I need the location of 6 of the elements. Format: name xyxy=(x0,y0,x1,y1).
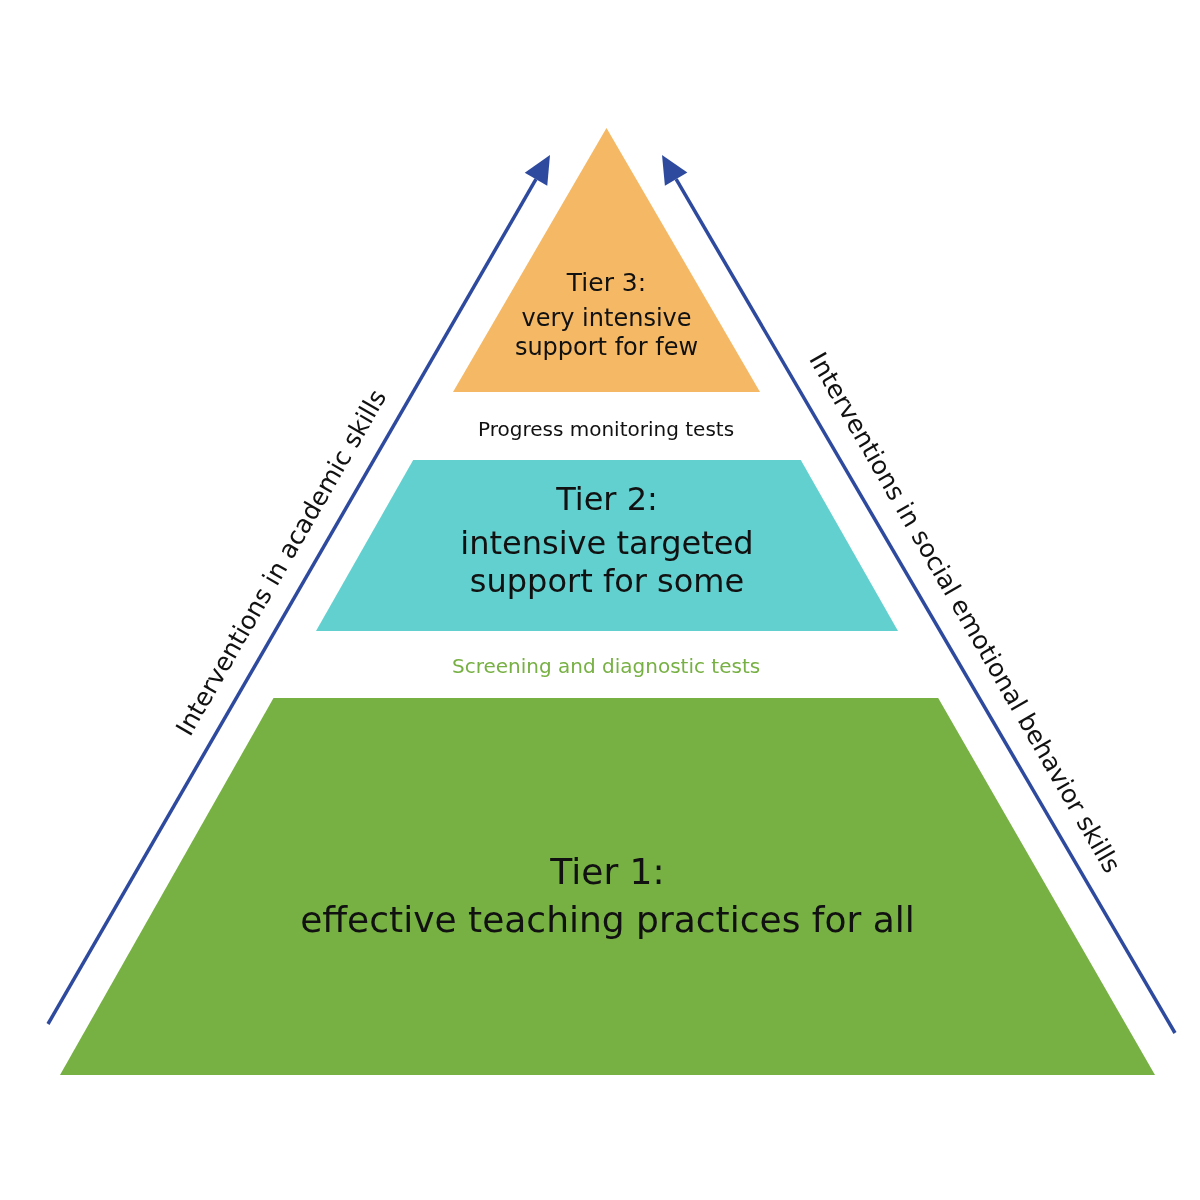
tier-description: effective teaching practices for all xyxy=(299,898,916,942)
tier-heading: Tier 3: xyxy=(565,268,648,298)
assessment-label: Screening and diagnostic tests xyxy=(452,654,761,678)
tier-description: intensive targeted support for some xyxy=(459,524,755,601)
assessment-label: Progress monitoring tests xyxy=(478,417,735,441)
tier-description: very intensive support for few xyxy=(513,304,700,362)
